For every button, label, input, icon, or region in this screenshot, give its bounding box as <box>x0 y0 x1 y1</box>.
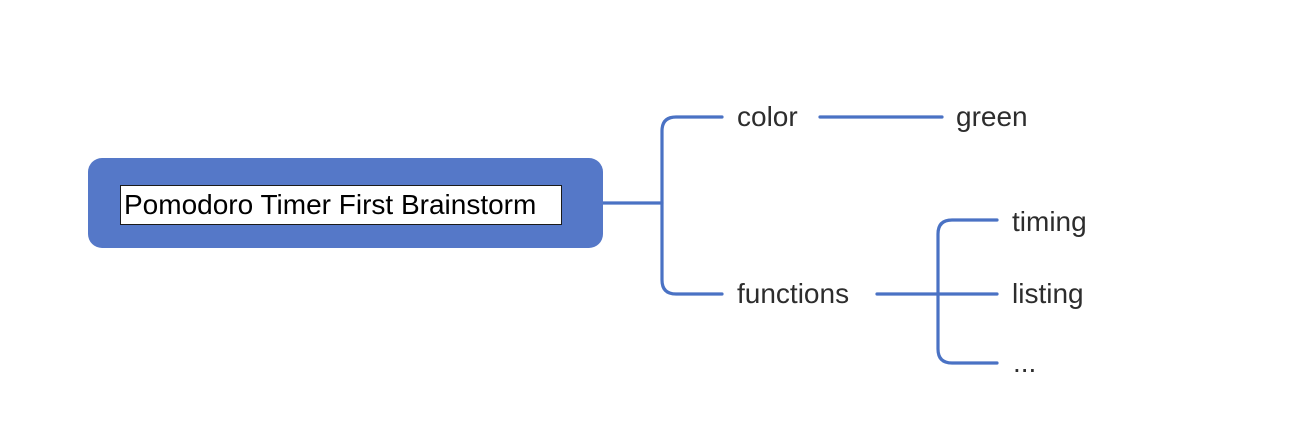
node-color[interactable]: color <box>737 101 798 132</box>
root-node[interactable]: Pomodoro Timer First Brainstorm <box>88 158 603 248</box>
node-ellipsis[interactable]: ... <box>1013 347 1037 378</box>
connector-root-trunk <box>660 115 724 296</box>
node-green[interactable]: green <box>956 101 1028 132</box>
node-functions[interactable]: functions <box>737 278 850 309</box>
connector-functions-trunk <box>936 218 999 365</box>
node-timing[interactable]: timing <box>1012 206 1087 237</box>
node-listing[interactable]: listing <box>1012 278 1084 309</box>
root-node-text-input[interactable]: Pomodoro Timer First Brainstorm <box>120 185 562 225</box>
